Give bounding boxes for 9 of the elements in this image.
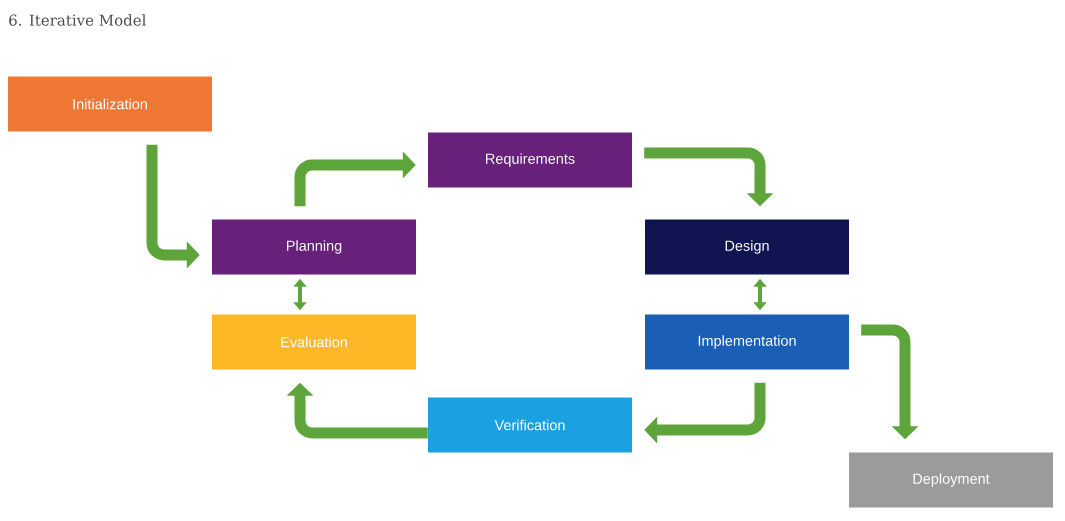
process-box: Planning (212, 219, 416, 275)
process-box: Requirements (428, 132, 632, 188)
title: 6. Iterative Model (9, 14, 146, 26)
process-box: Implementation (645, 314, 849, 370)
process-box: Deployment (849, 452, 1053, 508)
process-box: Initialization (8, 76, 212, 132)
process-box: Verification (428, 397, 632, 453)
process-box: Design (645, 219, 849, 275)
process-box: Evaluation (212, 314, 416, 370)
